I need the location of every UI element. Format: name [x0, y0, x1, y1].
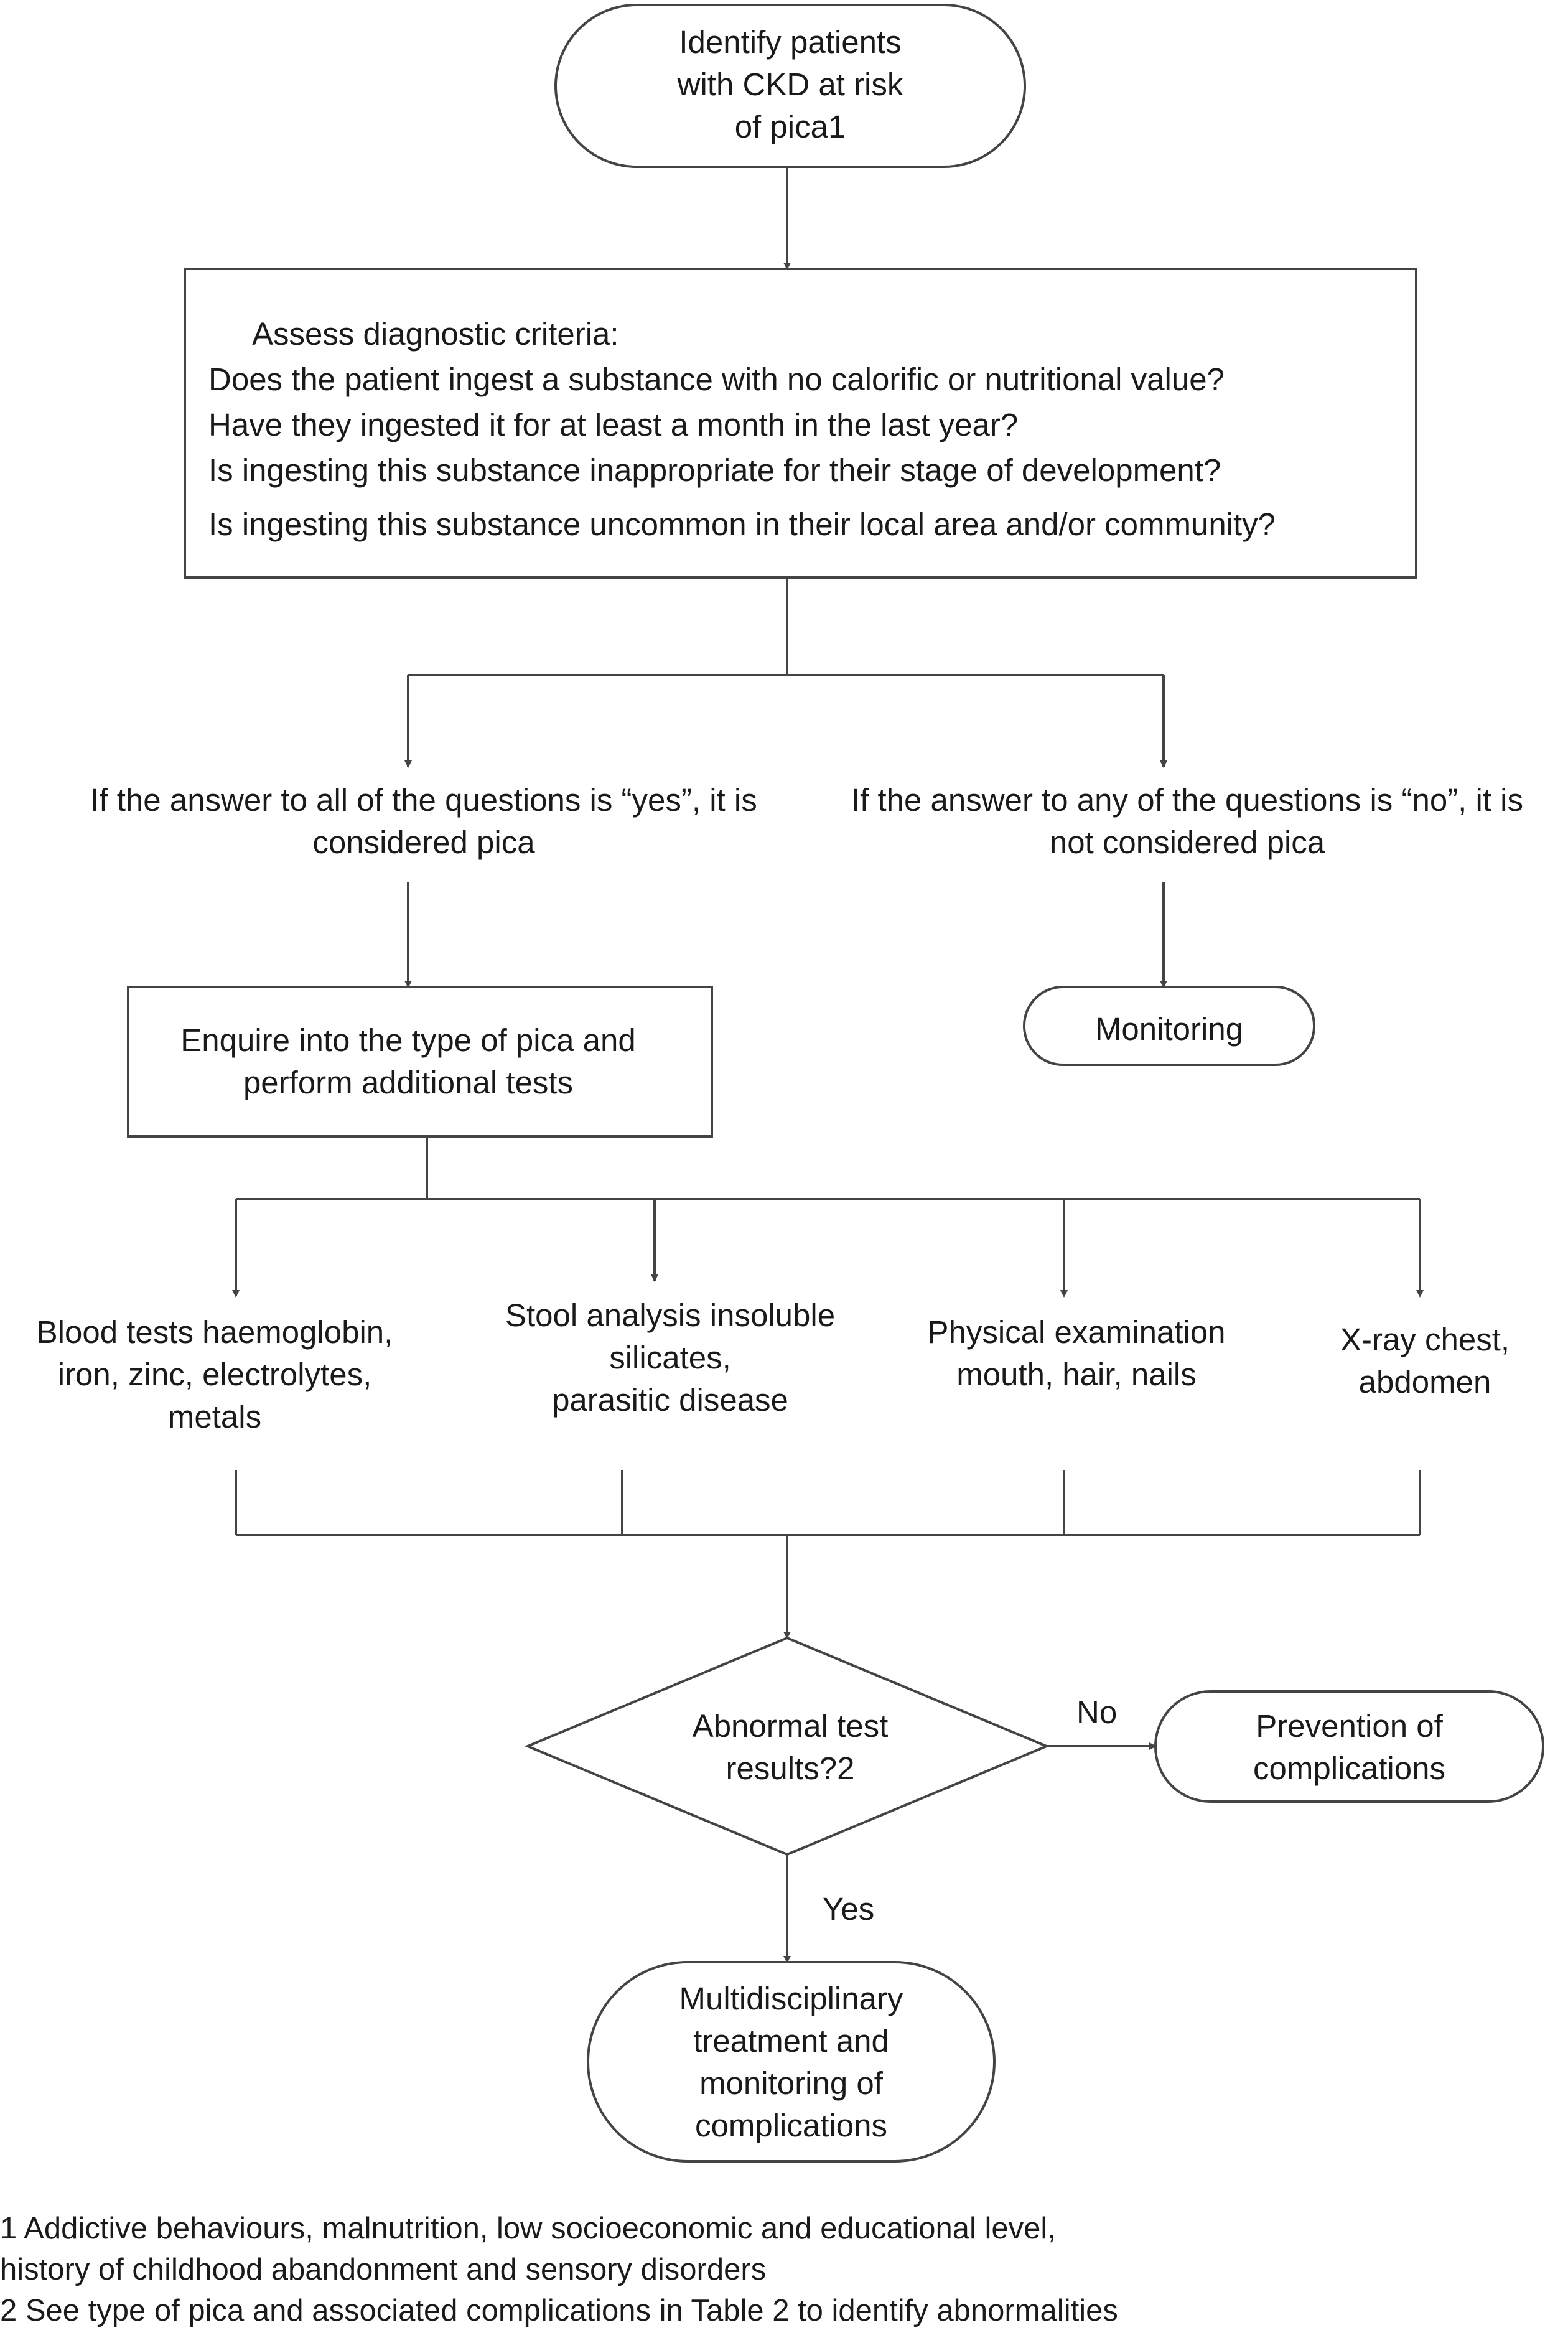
test-xray-line-2: abdomen — [1358, 1364, 1491, 1400]
treatment-line-3: monitoring of — [699, 2065, 883, 2101]
monitoring-label: Monitoring — [1094, 1011, 1244, 1047]
start-line-2: with CKD at risk — [677, 67, 903, 102]
criteria-question-1: Does the patient ingest a substance with… — [208, 362, 1225, 397]
test-xray: X-ray chest, abdomen — [1282, 1319, 1568, 1403]
start-terminal-label: Identify patients with CKD at risk of pi… — [556, 21, 1025, 148]
yes-branch-line-1: If the answer to all of the questions is… — [90, 782, 757, 818]
footnote-2: 2 See type of pica and associated compli… — [0, 2294, 1118, 2327]
enquire-box-shape — [127, 986, 713, 1138]
test-blood-line-1: Blood tests haemoglobin, — [36, 1314, 393, 1350]
start-line-1: Identify patients — [679, 24, 902, 60]
decision-label: Abnormal test results?2 — [660, 1705, 921, 1790]
test-physical-line-1: Physical examination — [927, 1314, 1226, 1350]
footnote-1-line-2: history of childhood abandonment and sen… — [0, 2253, 767, 2286]
treatment-label: Multidisciplinary treatment and monitori… — [588, 1978, 994, 2147]
decision-line-2: results?2 — [726, 1751, 855, 1786]
footnote-1-line-1: 1 Addictive behaviours, malnutrition, lo… — [0, 2212, 1056, 2245]
edge-label-yes: Yes — [823, 1891, 875, 1927]
test-xray-line-1: X-ray chest, — [1340, 1322, 1510, 1357]
criteria-box-shape — [184, 268, 1417, 579]
test-stool-line-2: silicates, — [609, 1340, 731, 1375]
prevention-line-1: Prevention of — [1256, 1708, 1443, 1744]
no-branch-text: If the answer to any of the questions is… — [806, 779, 1568, 864]
yes-branch-line-2: considered pica — [312, 825, 535, 860]
yes-branch-text: If the answer to all of the questions is… — [35, 779, 813, 864]
treatment-line-2: treatment and — [693, 2023, 889, 2059]
enquire-line-1: Enquire into the type of pica and — [180, 1022, 636, 1058]
decision-line-1: Abnormal test — [692, 1708, 889, 1744]
start-terminal-shape — [554, 4, 1026, 168]
start-line-3: of pica1 — [734, 109, 846, 144]
test-physical-line-2: mouth, hair, nails — [956, 1357, 1197, 1392]
treatment-line-1: Multidisciplinary — [679, 1981, 903, 2016]
test-stool: Stool analysis insoluble silicates, para… — [468, 1294, 872, 1421]
prevention-label: Prevention of complications — [1155, 1705, 1543, 1790]
enquire-line-2: perform additional tests — [243, 1065, 574, 1100]
edge-label-no: No — [1076, 1695, 1118, 1730]
criteria-question-3: Is ingesting this substance inappropriat… — [208, 452, 1221, 488]
test-blood: Blood tests haemoglobin, iron, zinc, ele… — [0, 1311, 429, 1438]
treatment-line-4: complications — [695, 2108, 887, 2143]
test-stool-line-1: Stool analysis insoluble — [505, 1298, 836, 1333]
test-blood-line-2: iron, zinc, electrolytes, — [57, 1357, 372, 1392]
criteria-text: Assess diagnostic criteria: Does the pat… — [208, 311, 1276, 547]
no-branch-line-1: If the answer to any of the questions is… — [851, 782, 1524, 818]
monitoring-terminal-shape — [1023, 986, 1315, 1066]
criteria-question-4: Is ingesting this substance uncommon in … — [208, 507, 1276, 542]
enquire-box-label: Enquire into the type of pica and perfor… — [128, 1019, 688, 1104]
test-blood-line-3: metals — [167, 1399, 262, 1434]
criteria-heading: Assess diagnostic criteria: — [252, 316, 619, 352]
treatment-terminal-shape — [587, 1961, 996, 2163]
test-physical: Physical examination mouth, hair, nails — [884, 1311, 1269, 1396]
no-branch-line-2: not considered pica — [1049, 825, 1325, 860]
prevention-line-2: complications — [1253, 1751, 1445, 1786]
footnotes: 1 Addictive behaviours, malnutrition, lo… — [0, 2208, 1118, 2331]
test-stool-line-3: parasitic disease — [552, 1382, 788, 1418]
criteria-question-2: Have they ingested it for at least a mon… — [208, 407, 1019, 442]
